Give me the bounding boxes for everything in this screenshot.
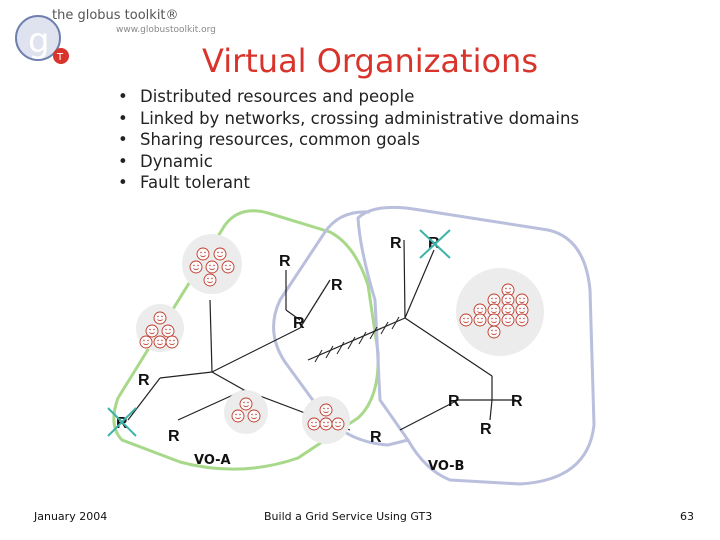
- footer-title: Build a Grid Service Using GT3: [264, 510, 433, 523]
- vo-b-boundary: [272, 205, 596, 486]
- bullet-item: •Linked by networks, crossing administra…: [118, 108, 580, 128]
- link: [127, 377, 161, 421]
- logo-badge: [53, 48, 69, 64]
- failure-x-icon: [419, 229, 451, 259]
- bullet-item: •Sharing resources, common goals: [118, 130, 421, 149]
- link: [209, 299, 213, 373]
- link: [285, 309, 301, 321]
- link: [399, 399, 459, 431]
- resource-r: R: [390, 235, 402, 252]
- footer-date: January 2004: [34, 510, 108, 523]
- resource-r: R: [511, 393, 523, 410]
- vo-b-label: VO-B: [428, 459, 464, 474]
- resource-r: R: [138, 372, 150, 389]
- logo-badge-letter: T: [56, 52, 64, 63]
- link: [403, 239, 406, 319]
- failure-x-icon: [107, 407, 137, 437]
- bullet-item: •Dynamic: [118, 151, 213, 171]
- vo-a-label: VO-A: [194, 453, 231, 468]
- resource-r: R: [279, 253, 291, 270]
- brand-url: www.globustoolkit.org: [116, 25, 216, 35]
- failure-marks: [107, 229, 451, 437]
- link: [211, 327, 301, 373]
- people-group-left: [136, 304, 184, 352]
- vo-diagram: R R R R R R R R R R R R VO-A VO-B: [107, 205, 596, 486]
- link: [307, 317, 406, 361]
- resource-r: R: [293, 315, 305, 332]
- network-links: [127, 239, 516, 431]
- people-group-bottom: [224, 390, 268, 434]
- logo-circle: [15, 15, 61, 61]
- resource-r: R: [370, 429, 382, 446]
- bullet-item: •Fault tolerant: [118, 173, 250, 192]
- logo-letter: g: [28, 21, 50, 61]
- page-number: 63: [680, 510, 694, 523]
- people-group-right: [456, 268, 544, 356]
- link: [299, 279, 331, 329]
- resource-r: R: [168, 428, 180, 445]
- vo-a-boundary: [112, 209, 380, 471]
- brand-name: the globus toolkit®: [52, 8, 179, 23]
- people-group-mid: [302, 396, 350, 444]
- link: [404, 317, 493, 377]
- backbone-ticks: [314, 316, 400, 363]
- bullet-item: •Distributed resources and people: [118, 87, 415, 106]
- link: [211, 371, 245, 391]
- resource-r: R: [448, 393, 460, 410]
- globus-logo: g T: [15, 15, 69, 64]
- link: [489, 399, 493, 421]
- resource-r: R: [331, 277, 343, 294]
- resource-r: R: [480, 421, 492, 438]
- slide-title: Virtual Organizations: [202, 42, 538, 80]
- link: [404, 249, 435, 319]
- link: [159, 371, 213, 379]
- bullet-list: •Distributed resources and people •Linke…: [118, 86, 579, 194]
- people-group-top: [182, 234, 242, 294]
